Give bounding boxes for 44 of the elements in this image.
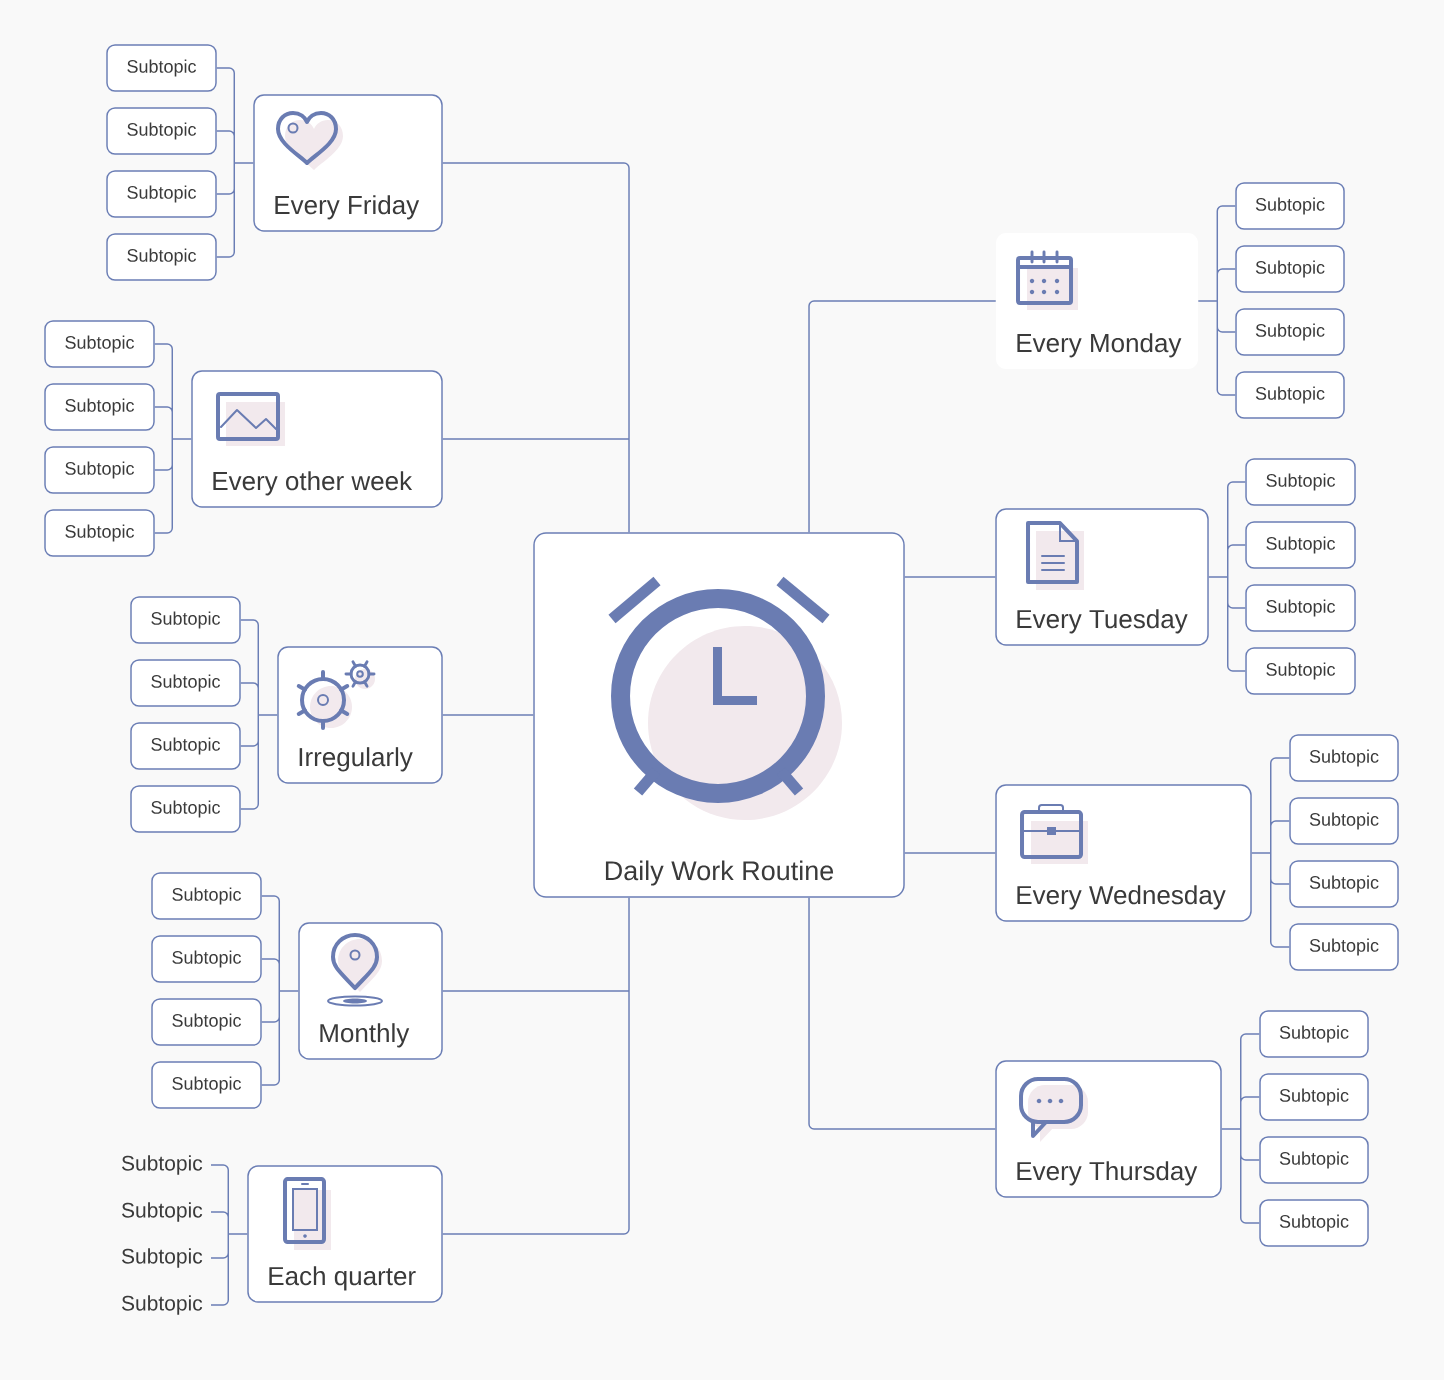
subtopic-box: Subtopic: [151, 935, 262, 983]
topic-box: Every Wednesday: [995, 784, 1252, 922]
subtopic-box: Subtopic: [44, 320, 155, 368]
subtopic-box: Subtopic: [1245, 521, 1356, 569]
subtopic-box: Subtopic: [1259, 1136, 1369, 1184]
subtopic-box: Subtopic: [1235, 245, 1345, 293]
subtopic-box: Subtopic: [151, 998, 262, 1046]
connector-line: [442, 714, 534, 716]
subtopic-box: Subtopic: [130, 659, 241, 707]
subtopic-box: Subtopic: [151, 872, 262, 920]
subtopic-box: Subtopic: [130, 596, 241, 644]
subtopic-text: Subtopic: [121, 1202, 203, 1222]
subtopic-box: Subtopic: [1235, 308, 1345, 356]
subtopic-box: Subtopic: [106, 107, 217, 155]
subtopic-text: Subtopic: [121, 1295, 203, 1315]
subtopic-box: Subtopic: [1289, 797, 1399, 845]
subtopic-box: Subtopic: [44, 383, 155, 431]
subtopic-box: Subtopic: [151, 1061, 262, 1109]
connector-line: [904, 576, 996, 578]
subtopic-box: Subtopic: [106, 170, 217, 218]
subtopic-box: Subtopic: [106, 233, 217, 281]
subtopic-box: Subtopic: [1289, 734, 1399, 782]
subtopic-text: Subtopic: [121, 1248, 203, 1268]
subtopic-box: Subtopic: [1245, 458, 1356, 506]
topic-box: Every Friday: [253, 94, 443, 232]
topic-box: Irregularly: [277, 646, 443, 784]
subtopic-box: Subtopic: [1235, 371, 1345, 419]
subtopic-box: Subtopic: [130, 722, 241, 770]
topic-box: Every other week: [191, 370, 443, 508]
subtopic-box: Subtopic: [1259, 1010, 1369, 1058]
subtopic-box: Subtopic: [1235, 182, 1345, 230]
subtopic-box: Subtopic: [106, 44, 217, 92]
subtopic-box: Subtopic: [1289, 923, 1399, 971]
subtopic-box: Subtopic: [1259, 1073, 1369, 1121]
subtopic-box: Subtopic: [1245, 584, 1356, 632]
subtopic-box: Subtopic: [44, 509, 155, 557]
subtopic-text: Subtopic: [121, 1155, 203, 1175]
subtopic-box: Subtopic: [1259, 1199, 1369, 1247]
subtopic-box: Subtopic: [44, 446, 155, 494]
connector-line: [904, 852, 996, 854]
subtopic-box: Subtopic: [130, 785, 241, 833]
subtopic-box: Subtopic: [1289, 860, 1399, 908]
subtopic-box: Subtopic: [1245, 647, 1356, 695]
topic-box: Every Thursday: [995, 1060, 1222, 1198]
